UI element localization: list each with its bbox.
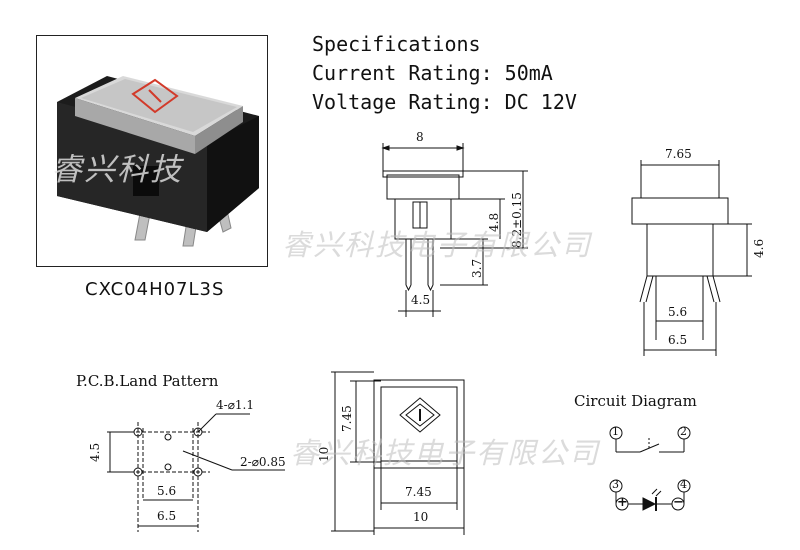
side-width-label: 7.65 <box>665 147 692 161</box>
front-width-label: 8 <box>416 130 424 144</box>
side-outer-label: 6.5 <box>668 333 688 347</box>
pcb-vertical-label: 4.5 <box>88 442 102 462</box>
top-cap-height-label: 7.45 <box>340 405 354 432</box>
circuit-plus: + <box>617 495 628 510</box>
circuit-title: Circuit Diagram <box>574 392 697 410</box>
circuit-minus: − <box>673 495 684 510</box>
pcb-pattern <box>107 413 285 532</box>
specs-current: Current Rating: 50mA <box>312 61 553 85</box>
top-view <box>331 371 465 535</box>
circuit-diagram <box>609 426 691 511</box>
side-view <box>631 160 752 356</box>
product-photo: 睿兴科技 <box>36 35 268 267</box>
pcb-hole2-label: 2-⌀0.85 <box>240 455 286 469</box>
top-body-width-label: 10 <box>413 510 429 524</box>
switch-illustration <box>57 76 259 247</box>
watermark-lower: 睿兴科技电子有限公司 <box>290 436 601 470</box>
pcb-outer-label: 6.5 <box>157 509 177 523</box>
front-view <box>381 143 528 317</box>
front-pin-spacing-label: 4.5 <box>411 293 431 307</box>
circuit-pin-4: 4 <box>680 478 687 491</box>
circuit-pin-2: 2 <box>680 425 687 438</box>
watermark-upper: 睿兴科技电子有限公司 <box>282 228 593 262</box>
side-height-label: 4.6 <box>752 238 766 258</box>
photo-watermark: 睿兴科技 <box>51 152 183 188</box>
specs-voltage: Voltage Rating: DC 12V <box>312 90 577 114</box>
pcb-inner-label: 5.6 <box>157 484 177 498</box>
pcb-title: P.C.B.Land Pattern <box>76 372 219 390</box>
specs-heading: Specifications <box>312 32 481 56</box>
circuit-pin-1: 1 <box>612 425 619 438</box>
led-diamond-icon <box>131 78 179 114</box>
top-cap-width-label: 7.45 <box>405 485 432 499</box>
model-number: CXC04H07L3S <box>85 279 225 300</box>
circuit-pin-3: 3 <box>612 478 619 491</box>
pcb-hole4-label: 4-⌀1.1 <box>216 398 254 412</box>
side-inner-label: 5.6 <box>668 305 688 319</box>
